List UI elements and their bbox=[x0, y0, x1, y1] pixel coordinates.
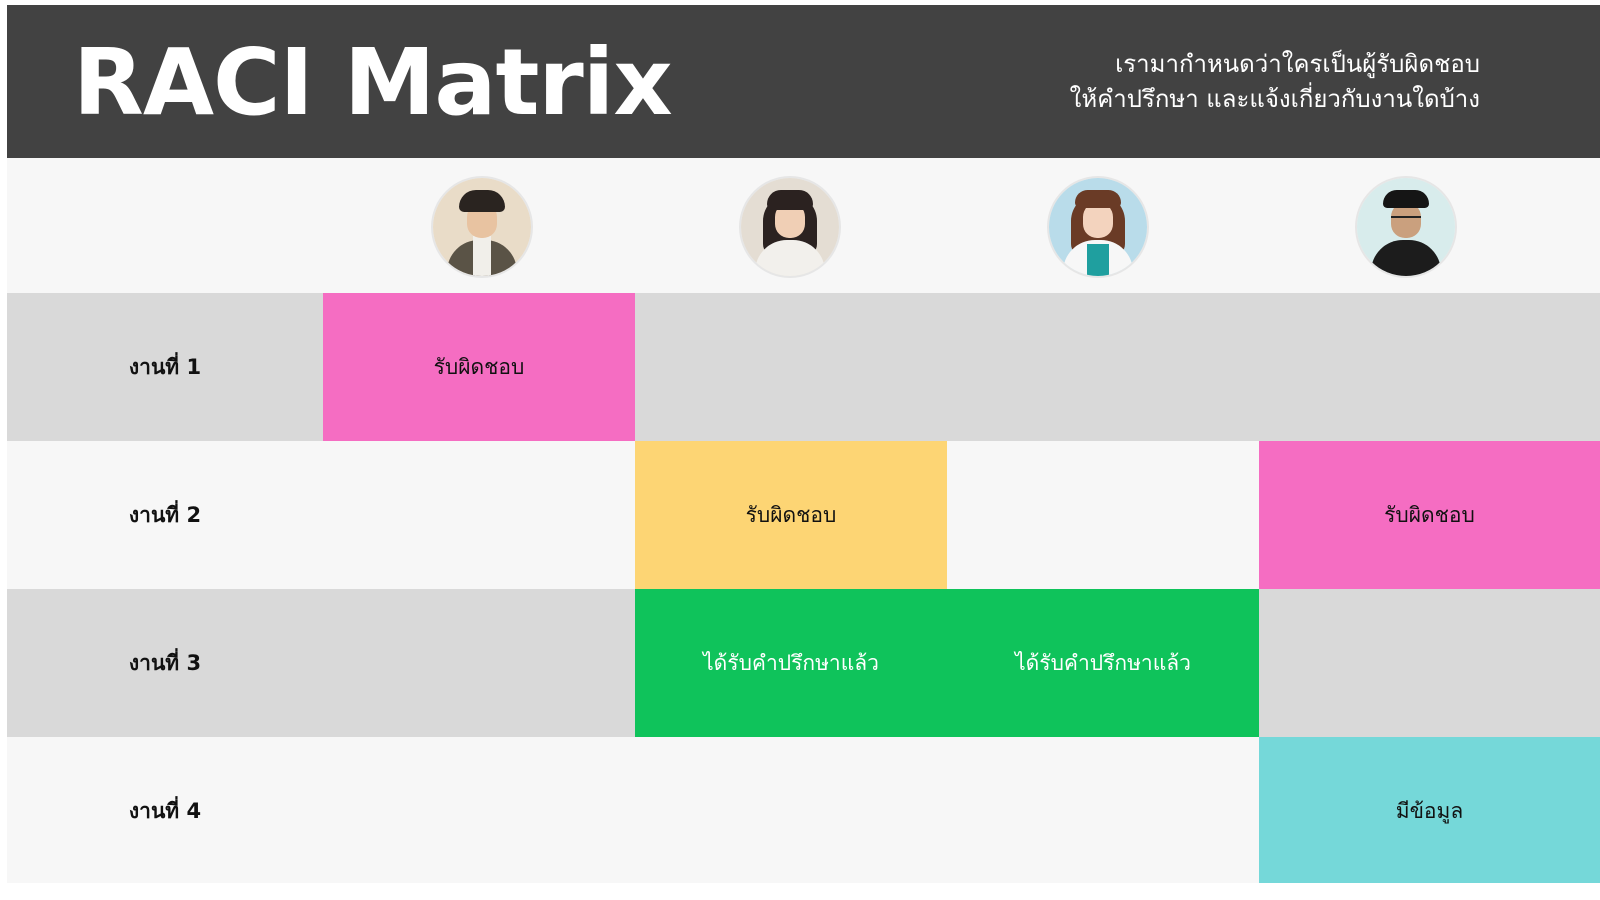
avatar-row bbox=[7, 158, 1600, 293]
task-row-4: งานที่ 4 มีข้อมูล bbox=[7, 737, 1600, 883]
cell-task2-person4: รับผิดชอบ bbox=[1259, 441, 1600, 589]
task-row-2: งานที่ 2 รับผิดชอบ รับผิดชอบ bbox=[7, 441, 1600, 589]
cell-task1-person1: รับผิดชอบ bbox=[323, 293, 635, 441]
row-label-task-3: งานที่ 3 bbox=[128, 650, 202, 675]
row-label-task-2: งานที่ 2 bbox=[128, 502, 202, 527]
row-label-task-4: งานที่ 4 bbox=[128, 798, 202, 823]
person-2-avatar bbox=[741, 178, 839, 276]
header-bar: RACI Matrix เรามากำหนดว่าใครเป็นผู้รับผิ… bbox=[7, 5, 1600, 158]
person-4-avatar bbox=[1357, 178, 1455, 276]
cell-task2-person2: รับผิดชอบ bbox=[635, 441, 947, 589]
person-1-avatar bbox=[433, 178, 531, 276]
person-3-avatar bbox=[1049, 178, 1147, 276]
page-subtitle: เรามากำหนดว่าใครเป็นผู้รับผิดชอบ ให้คำปร… bbox=[1070, 47, 1480, 117]
cell-task4-person4: มีข้อมูล bbox=[1259, 737, 1600, 883]
subtitle-line-1: เรามากำหนดว่าใครเป็นผู้รับผิดชอบ bbox=[1115, 50, 1480, 78]
raci-slide: RACI Matrix เรามากำหนดว่าใครเป็นผู้รับผิ… bbox=[7, 5, 1600, 883]
task-row-1: งานที่ 1 รับผิดชอบ bbox=[7, 293, 1600, 441]
cell-task3-person3: ได้รับคำปรึกษาแล้ว bbox=[947, 589, 1259, 737]
cell-task3-person2: ได้รับคำปรึกษาแล้ว bbox=[635, 589, 947, 737]
row-label-task-1: งานที่ 1 bbox=[128, 354, 202, 379]
task-row-3: งานที่ 3 ได้รับคำปรึกษาแล้ว ได้รับคำปรึก… bbox=[7, 589, 1600, 737]
page-title: RACI Matrix bbox=[73, 29, 673, 136]
subtitle-line-2: ให้คำปรึกษา และแจ้งเกี่ยวกับงานใดบ้าง bbox=[1069, 85, 1480, 113]
